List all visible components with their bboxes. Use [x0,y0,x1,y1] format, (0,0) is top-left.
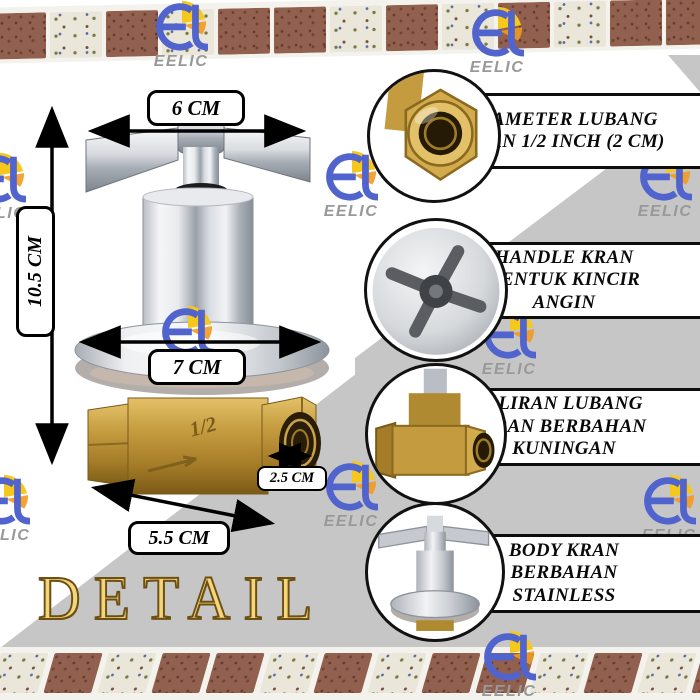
callout-line: DIAMETER LUBANG [470,108,658,130]
callout-line: STAINLESS [512,584,616,606]
callout-line: KRAN 1/2 INCH (2 CM) [463,131,665,152]
dimension-label-total-height: 10.5 CM [16,206,55,337]
callout-line: BERBAHAN [510,562,618,584]
callout-line: BODY KRAN [508,539,620,561]
dimension-label-body-length: 5.5 CM [128,521,230,555]
callout-photo-thread-opening [367,69,501,203]
arrow-body-length [90,478,276,533]
callout-photo-brass-body [365,363,507,505]
flow-direction-engraving [147,455,197,473]
callout-photo-handle-top [364,218,508,362]
detail-heading: DETAIL [37,564,326,634]
callout-photo-chrome-body [365,502,505,642]
dimension-label-flange-diameter: 7 CM [148,349,246,385]
callout-line: HANDLE KRAN [494,246,634,268]
callout-line: ANGIN [532,291,596,313]
dimension-label-thread-length: 2.5 CM [257,466,327,491]
dimension-label-handle-width: 6 CM [147,90,245,126]
tile-strip-bottom [0,647,700,700]
gray-corner-triangle [668,55,700,92]
callout-line: KUNINGAN [512,438,616,460]
callout-line: ALIRAN LUBANG [485,393,643,415]
callout-line: KRAN BERBAHAN [481,415,647,437]
callout-line: BENTUK KINCIR [487,269,641,291]
